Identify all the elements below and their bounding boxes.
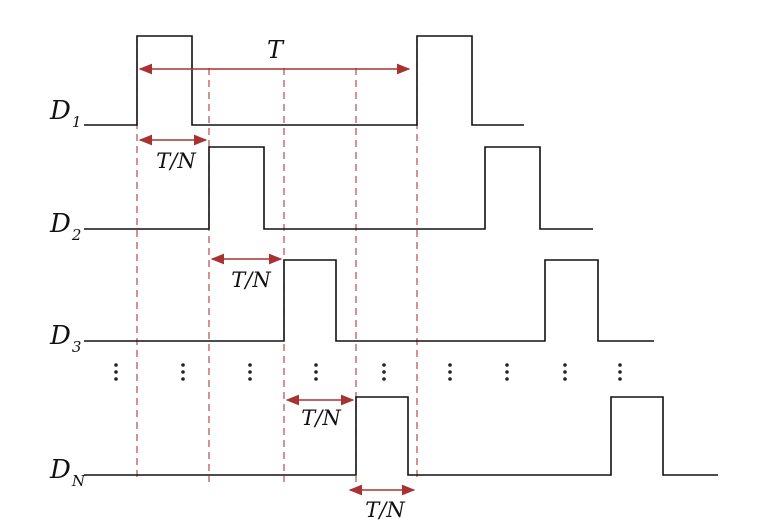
offset-label-1: T/N [156,149,196,173]
signal-labels: D1 D2 D3 DN [49,96,86,490]
offset-annotations: T/N T/N T/N T/N [138,134,416,522]
vertical-ellipsis-icon [248,363,252,381]
signal-label-dn: DN [49,455,86,490]
vertical-ellipsis-icon [114,363,118,381]
vertical-ellipsis-icon [505,363,509,381]
signal-label-d1: D1 [49,96,81,131]
signal-label-d3: D3 [49,321,81,356]
vertical-ellipsis-icon [382,363,386,381]
offset-label-4: T/N [365,498,405,522]
offset-label-2: T/N [231,268,271,292]
waveform-d2 [84,146,593,230]
waveforms [84,35,718,476]
vertical-ellipsis-icon [618,363,622,381]
vertical-ellipsis-icon [563,363,567,381]
period-label: T [267,36,285,64]
guide-lines [136,38,418,482]
signal-label-d2: D2 [49,209,81,244]
ellipsis-row [114,363,622,381]
period-annotation: T [138,36,411,75]
vertical-ellipsis-icon [181,363,185,381]
vertical-ellipsis-icon [448,363,452,381]
waveform-d3 [84,259,654,342]
vertical-ellipsis-icon [314,363,318,381]
waveform-d1 [84,35,524,126]
offset-label-3: T/N [301,406,341,430]
waveform-dn [84,396,718,476]
